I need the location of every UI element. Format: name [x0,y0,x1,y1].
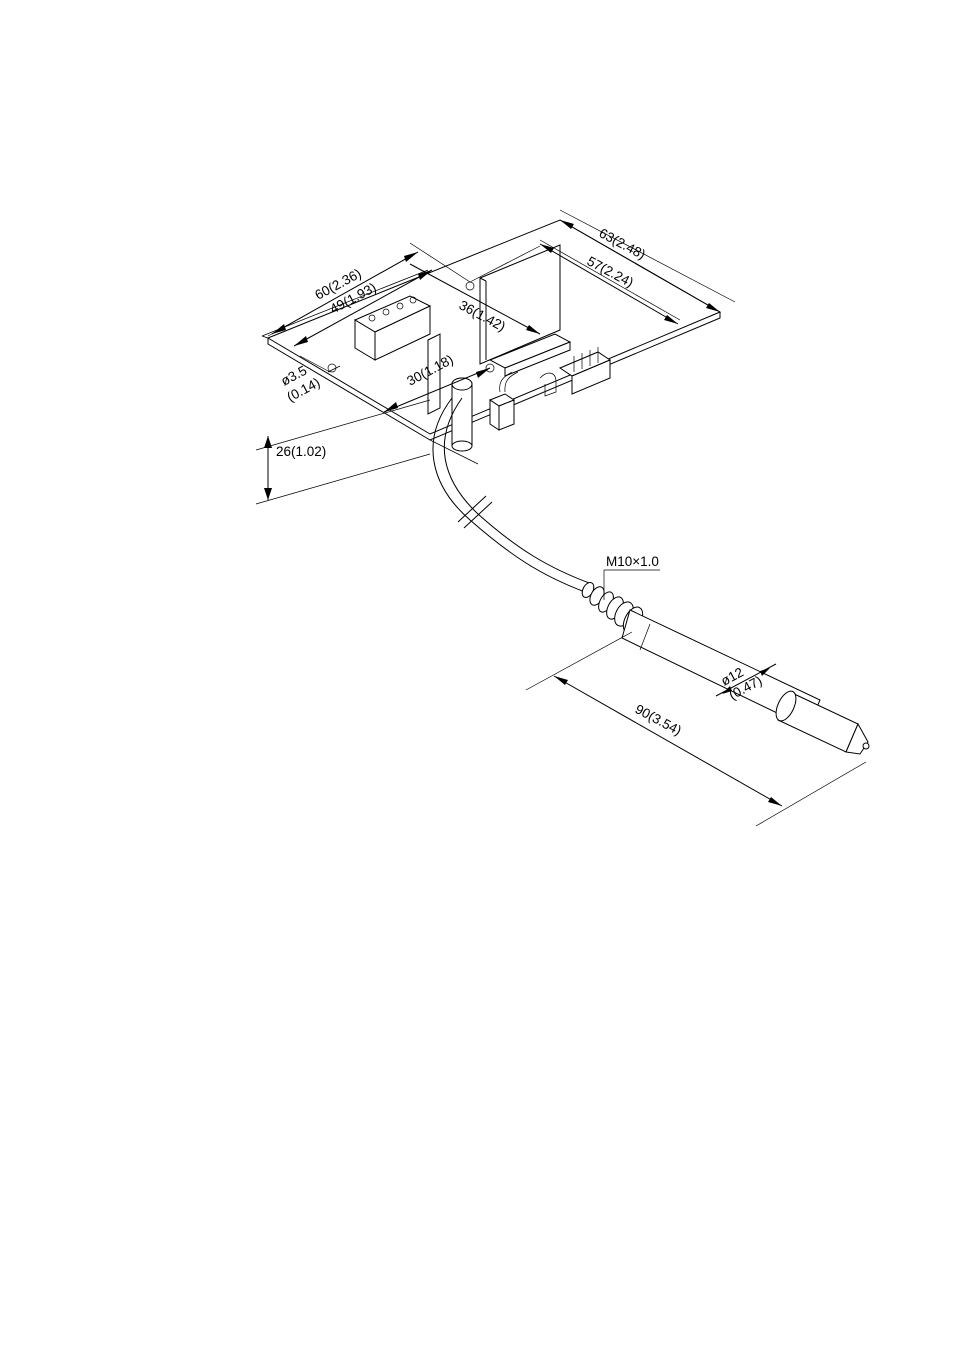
cable-gland [451,377,473,452]
probe [581,582,870,755]
dim-probe-length: 90(3.54) [633,701,684,738]
terminal-block [353,295,432,361]
cable [432,397,593,593]
pin-header [558,347,612,395]
mounting-plate [479,244,561,365]
ribbon-connector [488,333,572,397]
wire-connector [488,371,519,431]
dim-height: 26(1.02) [276,444,326,459]
sub-board [427,333,441,415]
mounting-hole-middle [485,363,495,373]
dim-thread: M10×1.0 [606,554,659,569]
